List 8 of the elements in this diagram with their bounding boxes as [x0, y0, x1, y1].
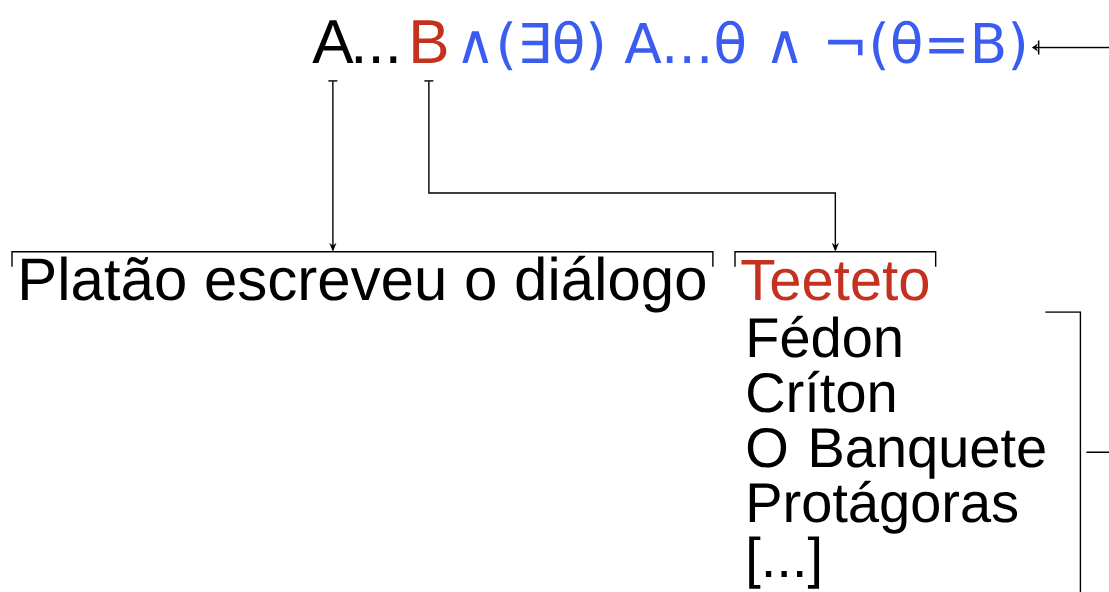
ellipsis-text: ... — [355, 56, 397, 63]
formula-text: ∧(∃θ) A...θ ∧ ¬(θ=B) — [462, 20, 1025, 71]
bracketed-list: Fédon Críton O Banquete Protágoras [...] — [747, 311, 1082, 592]
formula-letter: A — [312, 20, 354, 63]
bracketed-phrase: Platão escreveu o diálogo — [11, 251, 714, 313]
formula-letter: B — [413, 20, 447, 63]
connector-line — [1085, 451, 1109, 453]
bracketed-word: Teeteto — [734, 251, 937, 301]
